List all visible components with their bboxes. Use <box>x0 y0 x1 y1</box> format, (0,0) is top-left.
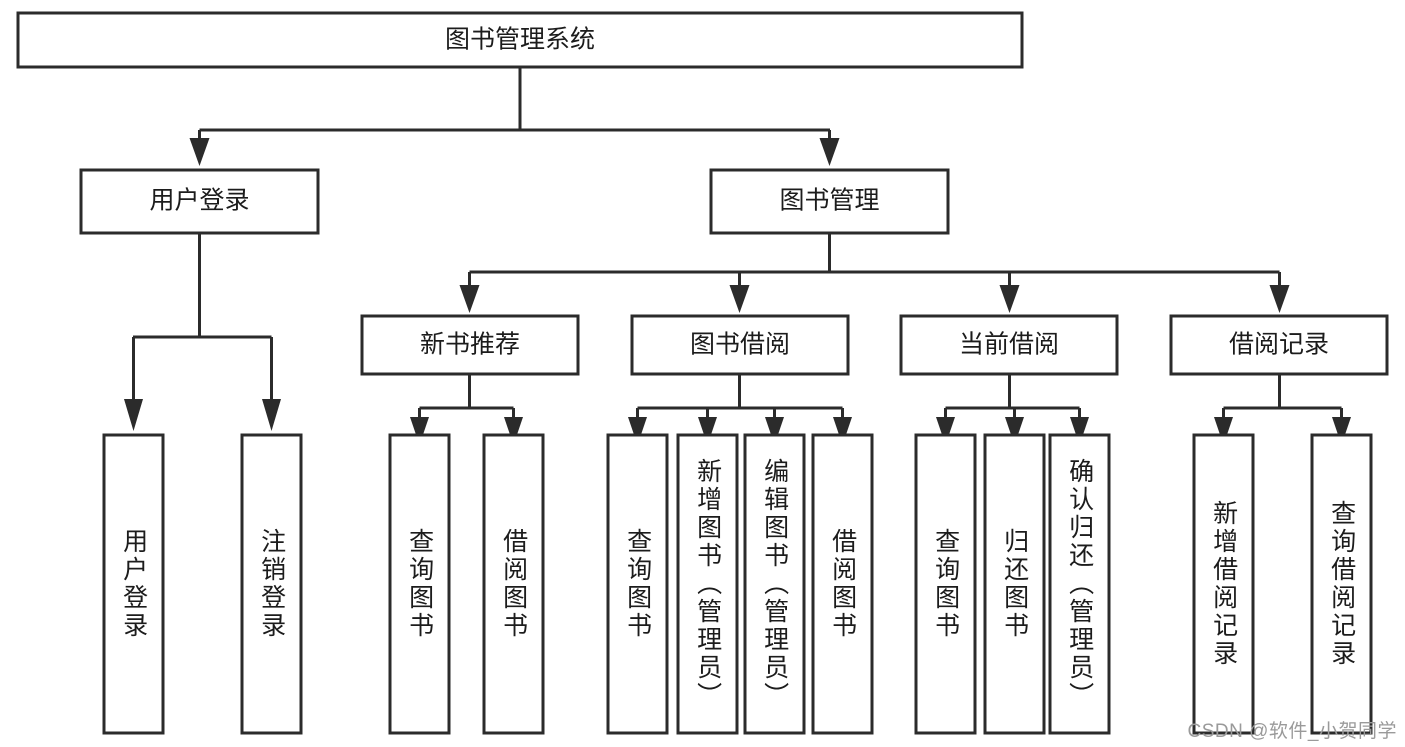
node-book-borrow-box[interactable] <box>630 314 850 376</box>
node-book-borrow-label: 图书借阅 <box>690 331 790 359</box>
node-root-label: 图书管理系统 <box>445 26 595 54</box>
connector-group-current-borrow <box>936 374 1089 445</box>
arrowhead-leaf-logout <box>262 399 281 431</box>
node-current-borrow-box[interactable] <box>899 314 1119 376</box>
leaf-user-login-box[interactable] <box>102 433 165 735</box>
leaf-boxes <box>102 433 1373 735</box>
arrowhead-leaf-add-book-admin <box>698 417 717 445</box>
csdn-watermark: CSDN @软件_小贺同学 <box>1187 721 1397 742</box>
node-user-login-label: 用户登录 <box>149 187 249 215</box>
arrowhead-leaf-user-login <box>124 399 143 431</box>
leaf-logout-box[interactable] <box>240 433 303 735</box>
connector-group-root <box>189 67 840 166</box>
arrowhead-book-manage <box>819 138 840 166</box>
node-borrow-record[interactable]: 借阅记录 <box>1169 314 1389 376</box>
node-book-manage[interactable]: 图书管理 <box>709 168 950 235</box>
leaf-add-book-admin-box[interactable] <box>676 433 739 735</box>
leaf-query-borrow-rec-box[interactable] <box>1310 433 1373 735</box>
leaf-edit-book-admin-box[interactable] <box>743 433 806 735</box>
arrowhead-leaf-return-book <box>1005 417 1024 445</box>
node-book-borrow[interactable]: 图书借阅 <box>630 314 850 376</box>
connector-group-book-manage <box>459 233 1290 313</box>
leaf-add-borrow-record-box[interactable] <box>1192 433 1255 735</box>
arrowhead-borrow-record <box>1269 285 1290 313</box>
arrowhead-leaf-query-book-1 <box>410 417 429 445</box>
node-new-book-recommend-label: 新书推荐 <box>420 331 520 359</box>
leaf-query-book-2-box[interactable] <box>606 433 669 735</box>
arrowhead-new-book-recommend <box>459 285 480 313</box>
node-current-borrow-label: 当前借阅 <box>959 331 1059 359</box>
leaf-query-book-1-box[interactable] <box>388 433 451 735</box>
connector-group-user-login <box>124 233 281 431</box>
leaf-return-book-box[interactable] <box>983 433 1046 735</box>
leaf-confirm-return-box[interactable] <box>1048 433 1111 735</box>
leaf-borrow-book-1-box[interactable] <box>482 433 545 735</box>
node-root[interactable]: 图书管理系统 <box>16 11 1024 69</box>
arrowhead-leaf-borrow-book-1 <box>504 417 523 445</box>
leaf-borrow-book-2-box[interactable] <box>811 433 874 735</box>
node-borrow-record-label: 借阅记录 <box>1229 331 1329 359</box>
node-root-box[interactable] <box>16 11 1024 69</box>
node-user-login-box[interactable] <box>79 168 320 235</box>
arrowhead-leaf-query-book-3 <box>936 417 955 445</box>
arrowhead-user-login <box>189 138 210 166</box>
node-new-book-recommend[interactable]: 新书推荐 <box>360 314 580 376</box>
arrowhead-leaf-edit-book-admin <box>765 417 784 445</box>
connector-group-borrow-record <box>1214 374 1351 445</box>
node-user-login[interactable]: 用户登录 <box>79 168 320 235</box>
arrowhead-book-borrow <box>729 285 750 313</box>
arrowhead-leaf-query-borrow-record <box>1332 417 1351 445</box>
connector-group-new-book-recommend <box>410 374 523 445</box>
node-current-borrow[interactable]: 当前借阅 <box>899 314 1119 376</box>
node-borrow-record-box[interactable] <box>1169 314 1389 376</box>
arrowhead-leaf-borrow-book-2 <box>833 417 852 445</box>
arrowhead-leaf-add-borrow-record <box>1214 417 1233 445</box>
arrowhead-leaf-confirm-return-admin <box>1070 417 1089 445</box>
node-book-manage-label: 图书管理 <box>779 187 879 215</box>
leaf-query-book-3-box[interactable] <box>914 433 977 735</box>
arrowhead-current-borrow <box>999 285 1020 313</box>
arrowhead-leaf-query-book-2 <box>628 417 647 445</box>
node-new-book-recommend-box[interactable] <box>360 314 580 376</box>
node-book-manage-box[interactable] <box>709 168 950 235</box>
connector-group-book-borrow <box>628 374 852 445</box>
